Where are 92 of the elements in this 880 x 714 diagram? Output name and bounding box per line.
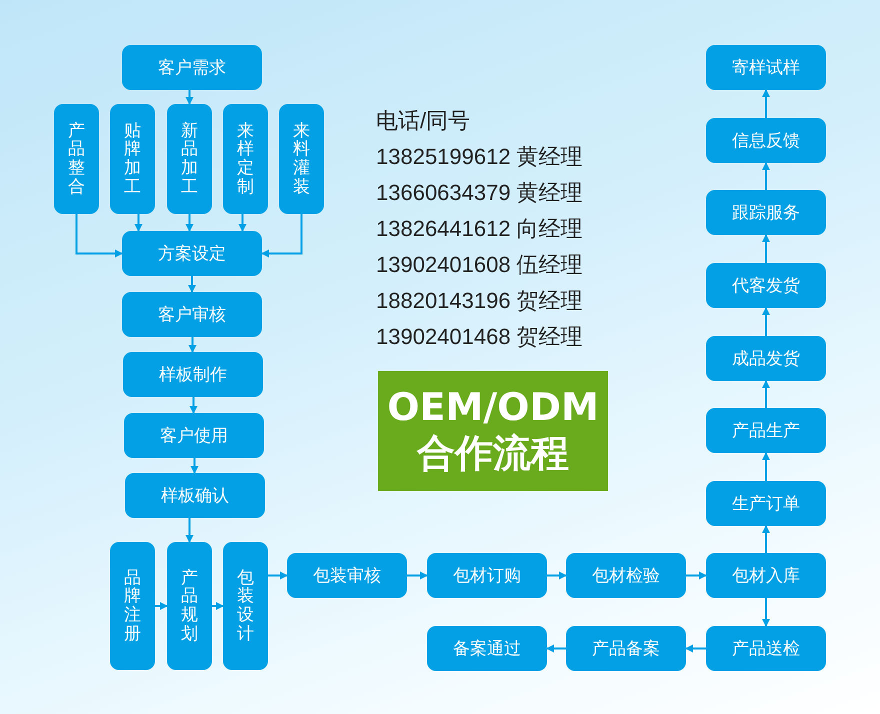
- node-label: 产品生产: [732, 420, 800, 442]
- process-box: [706, 336, 826, 381]
- process-box: [279, 104, 324, 214]
- arrow: [762, 89, 770, 118]
- process-box: [706, 481, 826, 526]
- process-box: [167, 104, 212, 214]
- node-label: 样板确认: [161, 485, 229, 507]
- node-label: 品牌注册: [124, 568, 141, 644]
- process-box: [706, 118, 826, 163]
- node-label: 包装审核: [313, 565, 381, 587]
- node-label: 客户使用: [160, 425, 228, 447]
- node-label: 生产订单: [732, 493, 800, 515]
- arrow: [762, 307, 770, 336]
- process-box: [706, 45, 826, 90]
- process-box: [706, 626, 826, 671]
- process-box: [706, 408, 826, 453]
- process-box: [223, 542, 268, 670]
- arrow: [762, 380, 770, 408]
- phone-contact-text: 13660634379 黄经理: [376, 179, 583, 207]
- node-label: 产品备案: [592, 638, 660, 660]
- phone-contact-text: 13826441612 向经理: [376, 215, 583, 243]
- process-box: [566, 553, 686, 598]
- arrow: [155, 602, 168, 610]
- arrow: [186, 214, 194, 232]
- title-box: [378, 371, 608, 491]
- process-box: [706, 190, 826, 235]
- arrow: [268, 572, 288, 580]
- arrow: [686, 572, 707, 580]
- phone-contact-text: 电话/同号: [376, 107, 472, 135]
- arrow: [188, 276, 196, 293]
- arrow: [546, 644, 566, 652]
- arrow: [188, 337, 196, 353]
- process-box: [427, 626, 547, 671]
- phone-contact-text: 18820143196 贺经理: [376, 287, 583, 315]
- process-box: [124, 413, 264, 458]
- process-box: [110, 542, 155, 670]
- phone-contact-text: 13902401608 伍经理: [376, 251, 583, 279]
- node-label: 包装设计: [237, 568, 254, 644]
- arrow: [762, 598, 770, 627]
- arrow: [762, 452, 770, 481]
- node-label: 代客发货: [732, 275, 800, 297]
- process-box: [54, 104, 99, 214]
- arrow: [547, 572, 567, 580]
- phone-contact-text: 13825199612 黄经理: [376, 143, 583, 171]
- arrow: [190, 458, 198, 474]
- arrow: [134, 214, 142, 232]
- node-label: 方案设定: [158, 243, 226, 265]
- node-label: 备案通过: [453, 638, 521, 660]
- node-label: 贴牌加工: [124, 122, 141, 196]
- process-box: [223, 104, 268, 214]
- process-box: [167, 542, 212, 670]
- node-label: 来样定制: [237, 122, 254, 196]
- process-box: [125, 473, 265, 518]
- process-box: [287, 553, 407, 598]
- arrow: [186, 90, 194, 105]
- node-label: OEM/ODM 合作流程: [387, 385, 599, 477]
- arrow: [407, 572, 428, 580]
- phone-contact-text: 13902401468 贺经理: [376, 323, 583, 351]
- node-label: 来料灌装: [293, 122, 310, 196]
- arrow: [186, 518, 194, 543]
- process-box: [566, 626, 686, 671]
- process-box: [110, 104, 155, 214]
- node-label: 产品整合: [68, 122, 85, 196]
- process-box: [122, 45, 262, 90]
- process-box: [706, 553, 826, 598]
- process-box: [706, 263, 826, 308]
- arrow: [762, 525, 770, 553]
- node-label: 信息反馈: [732, 130, 800, 152]
- arrow: [238, 214, 246, 232]
- arrow: [212, 602, 224, 610]
- node-label: 跟踪服务: [732, 202, 800, 224]
- node-label: 客户审核: [158, 304, 226, 326]
- arrow: [190, 397, 198, 414]
- arrow: [762, 162, 770, 190]
- arrow: [76, 214, 123, 258]
- node-label: 成品发货: [732, 348, 800, 370]
- node-label: 产品规划: [181, 568, 198, 644]
- node-label: 包材订购: [453, 565, 521, 587]
- arrow: [261, 214, 302, 258]
- node-label: 产品送检: [732, 638, 800, 660]
- arrow: [762, 234, 770, 263]
- process-box: [427, 553, 547, 598]
- node-label: 寄样试样: [732, 57, 800, 79]
- node-label: 新品加工: [181, 122, 198, 196]
- arrow: [685, 644, 706, 652]
- process-box: [122, 292, 262, 337]
- node-label: 包材入库: [732, 565, 800, 587]
- node-label: 样板制作: [159, 364, 227, 386]
- process-box: [122, 231, 262, 276]
- node-label: 客户需求: [158, 57, 226, 79]
- node-label: 包材检验: [592, 565, 660, 587]
- process-box: [123, 352, 263, 397]
